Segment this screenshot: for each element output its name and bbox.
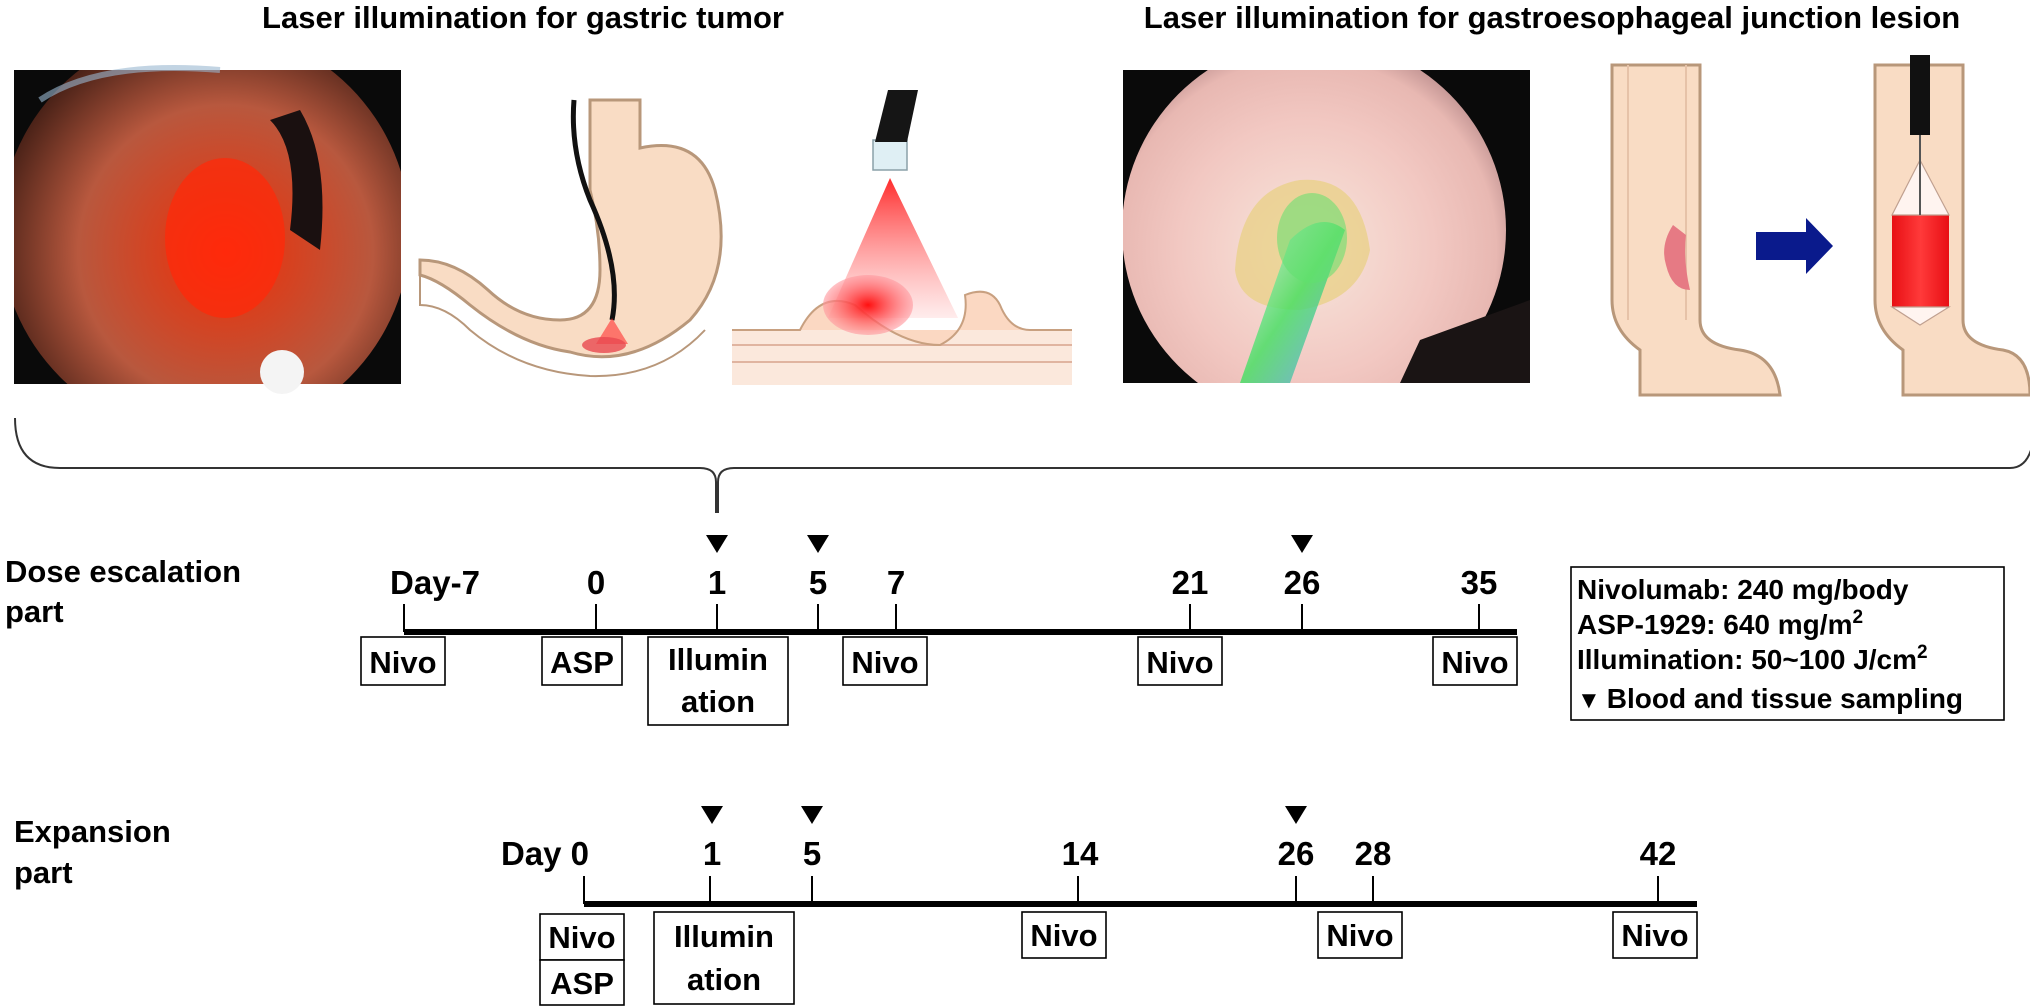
sampling-marker-day26 [1291,535,1313,553]
exp-event-box-nivo-day42 [1612,911,1698,959]
legend-sampling-text: Blood and tissue sampling [1607,683,1963,714]
event-box-nivo-day35 [1432,636,1518,686]
esophagus-lesion-diagram [1610,63,1782,397]
legend-asp-superscript: 2 [1852,607,1863,628]
event-illumination-line2: ation [681,684,755,719]
exp-tick-label-26: 26 [1278,835,1315,872]
legend-box [1570,566,2005,721]
sampling-marker-day5 [807,535,829,553]
event-nivo-day-7: Nivo [369,645,436,680]
event-box-illumination-day1 [647,636,789,726]
legend-sampling: ▼Blood and tissue sampling [1577,683,1963,714]
exp-tick-label-5: 5 [803,835,821,872]
laser-closeup-diagram [732,90,1072,385]
event-box-nivo-day7 [842,636,928,686]
exp-tick-label-42: 42 [1640,835,1677,872]
dose-escalation-label: Dose escalation [5,554,241,589]
legend-sampling-symbol: ▼ [1577,687,1601,714]
event-nivo-day7: Nivo [851,645,918,680]
exp-event-nivo-day42: Nivo [1621,918,1688,953]
exp-event-nivo-day28: Nivo [1326,918,1393,953]
event-asp-day0: ASP [550,645,614,680]
exp-event-box-nivo-day0 [539,913,625,961]
tick-label-35: 35 [1461,564,1498,601]
sampling-marker-day1 [706,535,728,553]
exp-tick-label-28: 28 [1355,835,1392,872]
legend-illumination-text: Illumination: 50~100 J/cm [1577,644,1917,675]
exp-event-box-illumination [653,911,795,1005]
exp-event-nivo-day0: Nivo [548,920,615,955]
tick-label-day-7: Day-7 [390,564,480,601]
grouping-brace [14,417,2030,513]
expansion-label-part: part [14,855,73,890]
tick-label-5: 5 [809,564,827,601]
expansion-label: Expansion [14,814,171,849]
tick-label-7: 7 [887,564,905,601]
legend-nivolumab: Nivolumab: 240 mg/body [1577,574,1909,605]
legend-illumination-superscript: 2 [1917,642,1928,663]
exp-tick-label-day0: Day 0 [501,835,589,872]
exp-sampling-marker-day26 [1285,806,1307,824]
legend-asp: ASP-1929: 640 mg/m2 [1577,607,1863,640]
tick-label-0: 0 [587,564,605,601]
exp-sampling-marker-day1 [701,806,723,824]
event-box-nivo-day21 [1137,636,1223,686]
gastric-section-title: Laser illumination for gastric tumor [262,0,784,35]
endoscopy-gastric-photo [14,65,401,394]
expansion-tick-marks [583,876,1659,904]
dose-escalation-label-part: part [5,594,64,629]
exp-event-illumination-line1: Illumin [674,919,774,954]
esophagus-diffuser-diagram [1873,55,2030,397]
dose-escalation-tick-marks [403,604,1480,632]
event-nivo-day21: Nivo [1146,645,1213,680]
right-arrow-icon [1756,218,1833,274]
dose-escalation-sampling-markers [706,535,1313,553]
tick-label-21: 21 [1172,564,1209,601]
tick-label-26: 26 [1284,564,1321,601]
event-box-nivo-day-7 [360,636,446,686]
exp-event-box-nivo-day14 [1021,911,1107,959]
tick-label-1: 1 [708,564,726,601]
exp-tick-label-1: 1 [703,835,721,872]
legend-illumination: Illumination: 50~100 J/cm2 [1577,642,1928,675]
legend-asp-text: ASP-1929: 640 mg/m [1577,609,1852,640]
exp-event-asp-day0: ASP [550,966,614,1001]
exp-event-illumination-line2: ation [687,962,761,997]
exp-event-box-nivo-day28 [1317,911,1403,959]
stomach-diagram [418,98,723,378]
endoscopy-gej-photo [1123,70,1530,383]
exp-sampling-marker-day5 [801,806,823,824]
expansion-sampling-markers [701,806,1307,824]
exp-event-box-asp-day0 [539,959,625,1006]
gej-section-title: Laser illumination for gastroesophageal … [1144,0,1960,35]
event-nivo-day35: Nivo [1441,645,1508,680]
exp-event-nivo-day14: Nivo [1030,918,1097,953]
event-illumination-line1: Illumin [668,642,768,677]
exp-tick-label-14: 14 [1062,835,1099,872]
event-box-asp-day0 [541,636,623,686]
